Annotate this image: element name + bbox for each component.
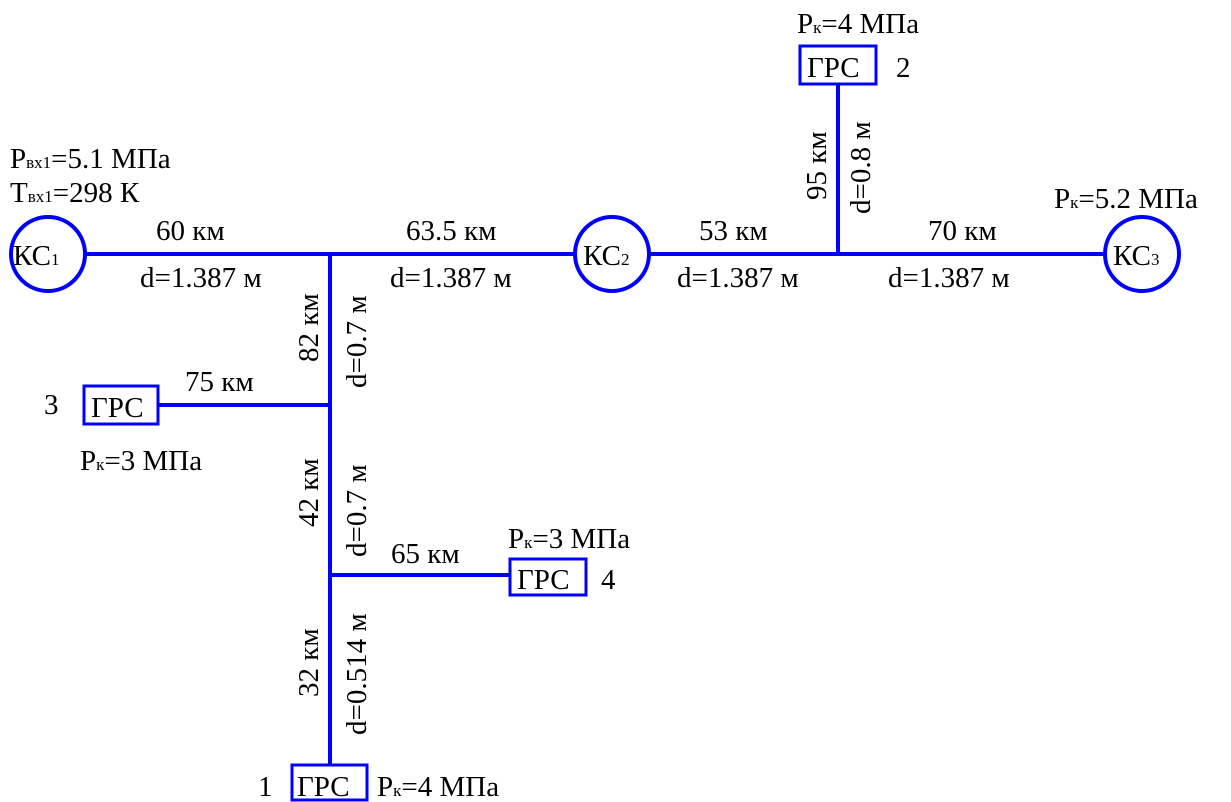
segment-j4-grs4-length: 65 км [391, 538, 460, 570]
segment-ks2-j2-diameter: d=1.387 м [677, 262, 799, 294]
grs1-label: ГРС [297, 771, 350, 802]
grs1-number: 1 [258, 771, 273, 802]
segment-ks1-j1-diameter: d=1.387 м [140, 262, 262, 294]
grs-station-4: ГРС 4 [508, 557, 616, 597]
segment-ks2-j2-length: 53 км [699, 215, 768, 247]
segment-j1-ks2-diameter: d=1.387 м [390, 262, 512, 294]
compressor-station-ks2: КС2 [573, 215, 651, 293]
ks3-pressure: Pк=5.2 МПа [1054, 183, 1198, 215]
segment-j3-j4-diameter: d=0.7 м [341, 464, 373, 557]
segment-j2-grs2-diameter: d=0.8 м [845, 121, 877, 214]
grs1-pressure: Pк=4 МПа [377, 771, 499, 802]
grs3-pressure: Pк=3 МПа [80, 445, 202, 477]
grs4-pressure: Pк=3 МПа [508, 523, 630, 555]
ks1-label: КС [13, 240, 51, 272]
svg-text:КС3: КС3 [1113, 240, 1159, 272]
grs-station-3: ГРС 3 [44, 384, 160, 426]
svg-text:КС2: КС2 [583, 240, 629, 272]
segment-j4-grs1-diameter: d=0.514 м [341, 613, 373, 735]
ks1-sub: 1 [51, 250, 60, 269]
segment-j2-ks3-diameter: d=1.387 м [888, 262, 1010, 294]
grs2-pressure: Pк=4 МПа [797, 8, 919, 40]
segment-j2-ks3-length: 70 км [928, 215, 997, 247]
segment-j2-grs2-length: 95 км [801, 131, 833, 200]
segment-j1-j3-length: 82 км [293, 293, 325, 362]
grs2-number: 2 [896, 52, 911, 84]
grs2-label: ГРС [807, 52, 860, 84]
ks3-label: КС [1113, 240, 1151, 272]
inlet-pressure: Pвх1=5.1 МПа [10, 143, 171, 175]
grs4-number: 4 [601, 564, 616, 596]
grs3-number: 3 [44, 389, 59, 421]
compressor-station-ks1: КС1 [9, 215, 87, 293]
grs3-label: ГРС [91, 392, 144, 424]
segment-ks1-j1-length: 60 км [156, 215, 225, 247]
grs-station-2: ГРС 2 [798, 44, 911, 86]
segment-j1-j3-diameter: d=0.7 м [341, 295, 373, 388]
ks3-sub: 3 [1151, 250, 1160, 269]
segment-j3-grs3-length: 75 км [185, 366, 254, 398]
grs-station-1: ГРС 1 [258, 763, 369, 802]
grs4-label: ГРС [517, 564, 570, 596]
segment-j4-grs1-length: 32 км [293, 628, 325, 697]
compressor-station-ks3: КС3 [1103, 215, 1181, 293]
ks2-label: КС [583, 240, 621, 272]
svg-text:КС1: КС1 [13, 240, 59, 272]
segment-j3-j4-length: 42 км [293, 458, 325, 527]
ks2-sub: 2 [621, 250, 630, 269]
segment-j1-ks2-length: 63.5 км [406, 215, 496, 247]
inlet-temperature: Tвх1=298 К [10, 177, 140, 209]
